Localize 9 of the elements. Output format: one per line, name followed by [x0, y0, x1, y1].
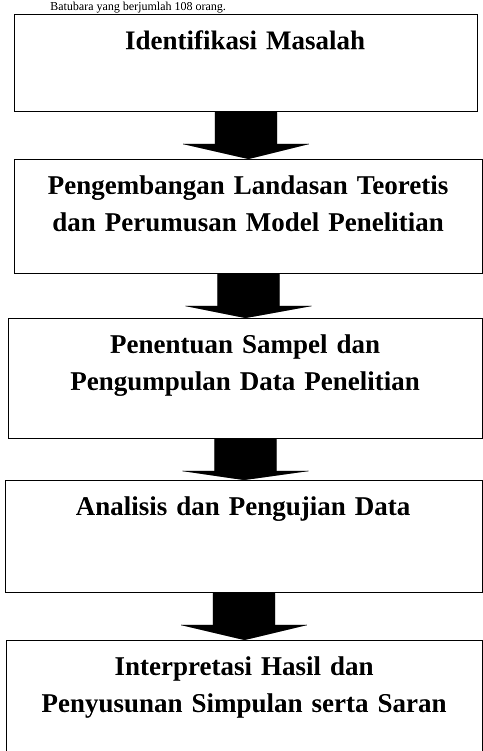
process-box: Pengembangan Landasan Teoretis dan Perumusan Model Penelitian — [14, 159, 483, 274]
process-box: Penentuan Sampel dan Pengumpulan Data Penelitian — [8, 318, 483, 439]
process-box: Interpretasi Hasil dan Penyusunan Simpulan serta Saran — [6, 640, 483, 751]
process-box: Analisis dan Pengujian Data — [5, 480, 483, 593]
block-arrow — [185, 274, 312, 318]
block-arrow — [182, 112, 310, 160]
block-arrow — [180, 592, 308, 640]
process-box: Identifikasi Masalah — [14, 14, 478, 112]
block-arrow — [182, 438, 309, 480]
